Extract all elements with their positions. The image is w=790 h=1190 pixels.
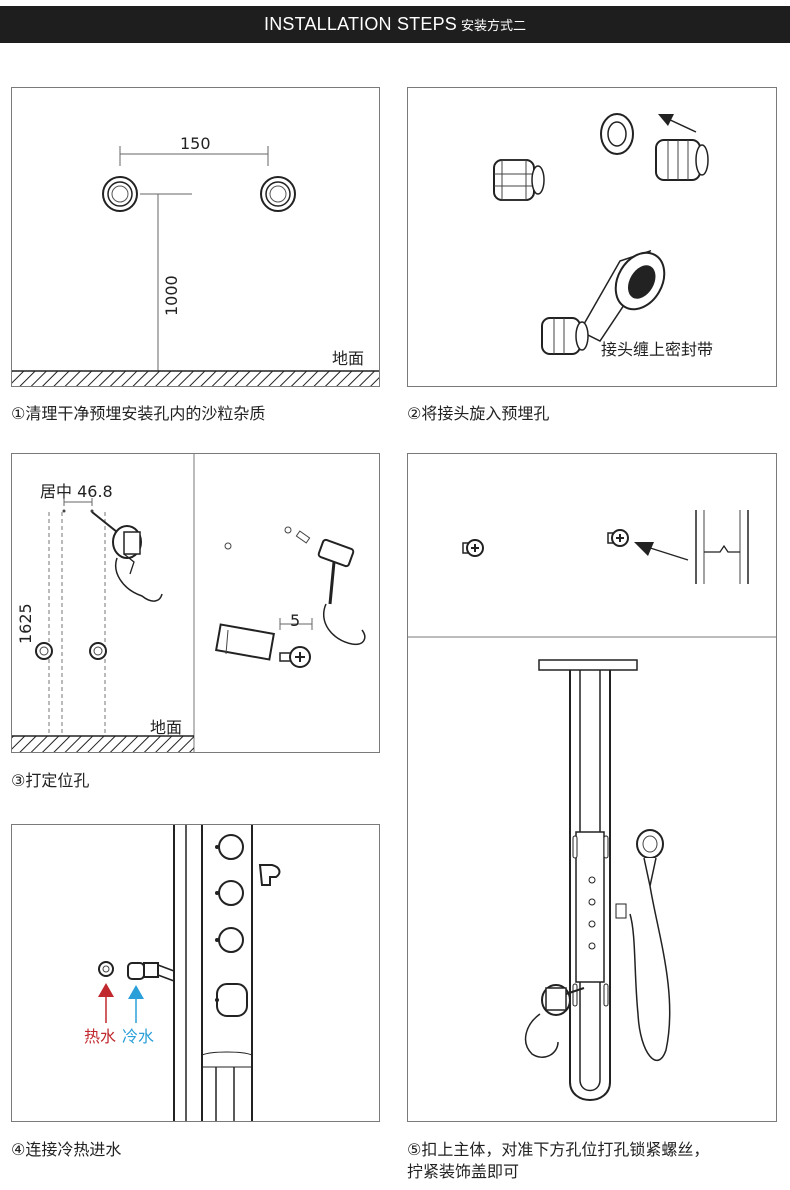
step3-caption: ③打定位孔 — [11, 771, 90, 790]
hammer-tool — [317, 538, 366, 646]
panel-cross-section — [695, 510, 749, 584]
step4-panel: 热水 冷水 — [11, 824, 380, 1122]
shower-panel-body — [569, 670, 611, 1101]
step3-panel: 居中 46.8 1625 地面 5 — [11, 453, 380, 753]
hot-pipe — [98, 961, 114, 977]
dim-height-label: 1000 — [162, 275, 181, 316]
step1-caption: ①清理干净预埋安装孔内的沙粒杂质 — [11, 404, 266, 423]
dim-height-label: 1625 — [16, 603, 35, 644]
cold-water-label: 冷水 — [122, 1027, 155, 1046]
hot-arrow — [98, 983, 114, 1023]
step3-drawing — [12, 454, 366, 752]
header-bar: INSTALLATION STEPS 安装方式二 — [0, 6, 790, 43]
step4-drawing — [98, 825, 281, 1121]
insert-arrow — [658, 114, 697, 133]
pipe-right — [89, 642, 107, 660]
depth-label: 5 — [290, 611, 301, 630]
screw-left — [462, 539, 484, 557]
cold-arrow — [128, 985, 144, 1023]
step2-panel: 接头缠上密封带 — [407, 87, 777, 387]
embedded-pipe-left — [102, 176, 138, 212]
screw-right — [607, 529, 629, 547]
pipe-left — [35, 642, 53, 660]
knob-large — [215, 983, 248, 1017]
dim-width-label: 150 — [180, 134, 211, 153]
tape-label: 接头缠上密封带 — [601, 340, 714, 359]
drill-tool — [91, 511, 163, 602]
drill-tool — [524, 984, 585, 1058]
hose-fitting — [143, 962, 175, 982]
step1-panel: 150 1000 地面 — [11, 87, 380, 387]
seal-washer — [600, 113, 634, 155]
cold-pipe — [127, 962, 145, 980]
step1-drawing — [12, 146, 379, 386]
side-nozzles — [572, 835, 609, 1007]
hot-water-label: 热水 — [84, 1027, 117, 1046]
connector-taped — [541, 317, 589, 355]
embedded-pipe-right — [260, 176, 296, 212]
ceiling-plate — [538, 659, 638, 671]
step2-caption: ②将接头旋入预埋孔 — [407, 404, 550, 423]
center-label: 居中 46.8 — [40, 482, 113, 501]
step5-drawing — [408, 510, 776, 1101]
ground-hatch — [12, 371, 379, 386]
step5-caption-line1: ⑤扣上主体，对准下方孔位打孔锁紧螺丝， — [407, 1140, 710, 1159]
screw-arrow — [634, 542, 689, 561]
wall-anchor — [214, 623, 276, 661]
knob-2 — [215, 880, 244, 906]
ground-hatch — [12, 736, 194, 752]
header-subtitle: 安装方式二 — [460, 19, 526, 34]
knob-3 — [215, 927, 244, 953]
ground-label: 地面 — [332, 349, 365, 368]
hand-shower — [615, 829, 671, 1062]
header-title: INSTALLATION STEPS — [264, 14, 457, 34]
knob-1 — [215, 834, 244, 860]
step5-panel — [407, 453, 777, 1122]
connector-right — [655, 139, 709, 181]
connector-left — [493, 159, 545, 201]
step5-caption-line2: 拧紧装饰盖即可 — [407, 1162, 520, 1181]
step4-caption: ④连接冷热进水 — [11, 1140, 122, 1159]
step2-drawing — [493, 113, 709, 355]
screw — [279, 646, 311, 668]
tape-roll — [578, 249, 666, 342]
ground-label: 地面 — [150, 718, 183, 737]
